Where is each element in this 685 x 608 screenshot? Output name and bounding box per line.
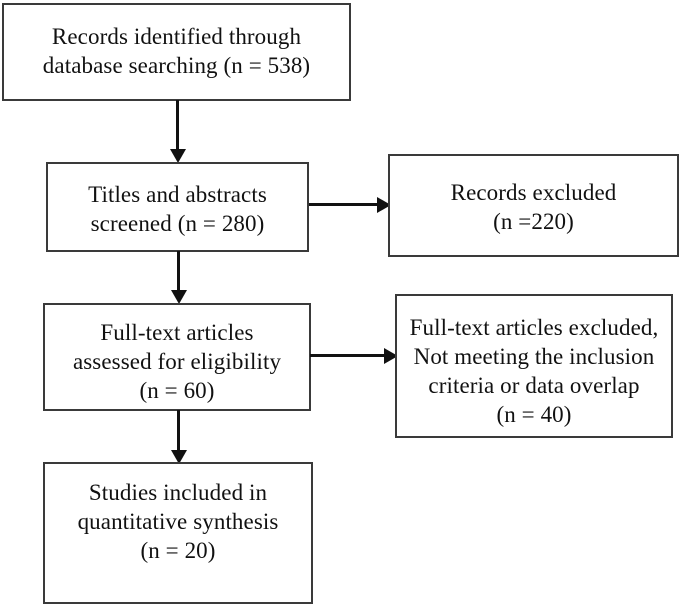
- records-screened-line-2: screened (n = 280): [90, 211, 265, 236]
- records-identified-line-2: database searching (n = 538): [42, 53, 311, 78]
- studies-included-line-2: quantitative synthesis: [77, 509, 279, 534]
- studies-included-line-1: Studies included in: [88, 480, 268, 505]
- full-text-assessed-line-1: Full-text articles: [100, 320, 254, 345]
- arrow-stem: [176, 100, 179, 152]
- arrow-head-down-icon: [170, 450, 187, 464]
- arrow-head-down-icon: [169, 149, 186, 163]
- records-identified-line-1: Records identified through: [51, 24, 302, 49]
- arrow-head-right-icon: [377, 196, 391, 213]
- full-text-excluded-line-2: Not meeting the inclusion: [413, 344, 655, 369]
- full-text-excluded-line-3: criteria or data overlap: [428, 373, 640, 398]
- records-identified-box: Records identified through database sear…: [2, 3, 351, 101]
- full-text-assessed-box: Full-text articles assessed for eligibil…: [43, 303, 311, 411]
- records-excluded-box: Records excluded (n =220): [388, 154, 679, 257]
- full-text-excluded-box: Full-text articles excluded, Not meeting…: [395, 294, 673, 438]
- arrow-stem: [177, 251, 180, 293]
- full-text-excluded-line-4: (n = 40): [496, 402, 572, 427]
- full-text-assessed-line-3: (n = 60): [139, 378, 215, 403]
- studies-included-box: Studies included in quantitative synthes…: [43, 462, 313, 604]
- records-excluded-line-2: (n =220): [493, 209, 574, 234]
- arrow-fulltext-to-included: [170, 410, 187, 464]
- arrow-stem: [309, 203, 379, 206]
- arrow-screened-to-fulltext: [170, 251, 187, 304]
- arrow-screened-to-records-excluded: [309, 196, 391, 213]
- full-text-excluded-line-1: Full-text articles excluded,: [409, 315, 659, 340]
- full-text-assessed-line-2: assessed for eligibility: [72, 349, 282, 374]
- studies-included-line-3: (n = 20): [140, 538, 216, 563]
- arrow-stem: [177, 410, 180, 453]
- arrow-head-down-icon: [170, 290, 187, 304]
- arrow-stem: [310, 354, 386, 357]
- arrow-fulltext-to-fulltext-excluded: [310, 347, 398, 364]
- arrow-identified-to-screened: [169, 100, 186, 163]
- records-screened-box: Titles and abstracts screened (n = 280): [46, 162, 309, 252]
- records-screened-line-1: Titles and abstracts: [88, 182, 267, 207]
- records-excluded-line-1: Records excluded: [450, 180, 617, 205]
- arrow-head-right-icon: [384, 347, 398, 364]
